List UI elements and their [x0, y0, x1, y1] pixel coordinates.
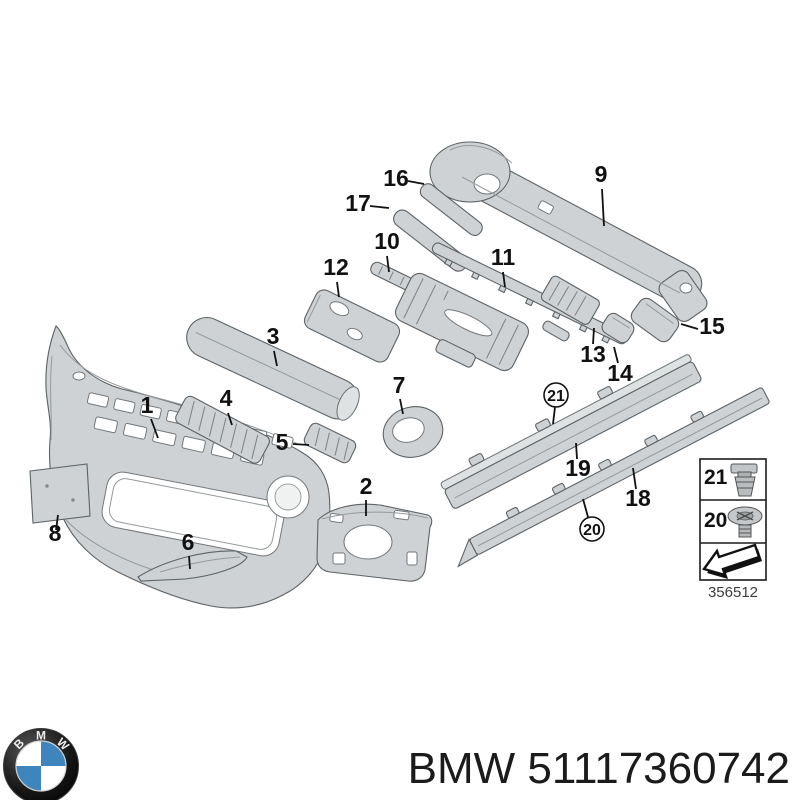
legend-21-label: 21: [704, 466, 728, 489]
callout-18-label: 18: [625, 485, 651, 511]
part-10-diffuser-drawing: [370, 261, 529, 372]
part-3-impact-bar-drawing: [186, 317, 360, 421]
callout-8-label: 8: [49, 520, 62, 546]
part-16-trim-strip-drawing: [419, 183, 483, 237]
part-19-sill-strip-drawing: [440, 354, 702, 509]
expanding-rivet-icon: [730, 463, 758, 497]
grommet-screw-icon: [727, 506, 763, 538]
part-8-plate-filler-drawing: [29, 463, 91, 524]
callout-7-label: 7: [393, 372, 406, 398]
callout-20-circled: 20: [579, 498, 605, 542]
callout-13-label: 13: [580, 341, 606, 367]
legend-20-label: 20: [704, 509, 727, 532]
callout-11-label: 11: [491, 244, 516, 270]
callout-labels: 1 2 3 4 5 6 7 8 9 10 11 12 13 14 15 16 1…: [49, 161, 725, 570]
svg-text:20: 20: [583, 522, 601, 539]
callout-6-label: 6: [182, 529, 195, 555]
callout-16-label: 16: [383, 165, 409, 191]
bmw-roundel-logo: B M W: [3, 728, 79, 800]
diagram-code: 356512: [708, 584, 758, 601]
part-number-text: BMW 51117360742: [408, 744, 790, 793]
callout-4-label: 4: [220, 385, 233, 411]
callout-17-label: 17: [345, 190, 371, 216]
direction-arrow-icon: [702, 543, 762, 579]
part-9-bumper-trim-drawing: [429, 141, 708, 322]
part-14-cover-cap-drawing: [601, 312, 635, 344]
part-18-rocker-sill-drawing: [457, 387, 770, 568]
callout-2-label: 2: [360, 473, 373, 499]
callout-19-label: 19: [565, 455, 591, 481]
part-7-fog-bezel-drawing: [382, 406, 444, 458]
callout-5-label: 5: [276, 429, 289, 455]
svg-text:21: 21: [547, 388, 565, 405]
part-12-end-cap-drawing: [303, 289, 401, 363]
callout-15-label: 15: [699, 313, 725, 339]
callout-12-label: 12: [323, 254, 349, 280]
fastener-legend: 21 20 356512: [699, 458, 767, 601]
part-15-corner-cap-drawing: [630, 297, 680, 343]
callout-14-label: 14: [607, 360, 633, 386]
callout-21-circled: 21: [543, 382, 569, 425]
part-5-grille-insert-drawing: [303, 422, 357, 464]
callout-9-label: 9: [595, 161, 608, 187]
roundel-letter-m: M: [36, 729, 46, 743]
part-13-grille-insert-drawing: [540, 275, 600, 342]
callout-10-label: 10: [374, 228, 400, 254]
part-6-spoiler-drawing: [137, 550, 248, 582]
callout-3-label: 3: [267, 323, 280, 349]
callout-1-label: 1: [141, 392, 154, 418]
part-2-grille-carrier-drawing: [316, 503, 433, 582]
